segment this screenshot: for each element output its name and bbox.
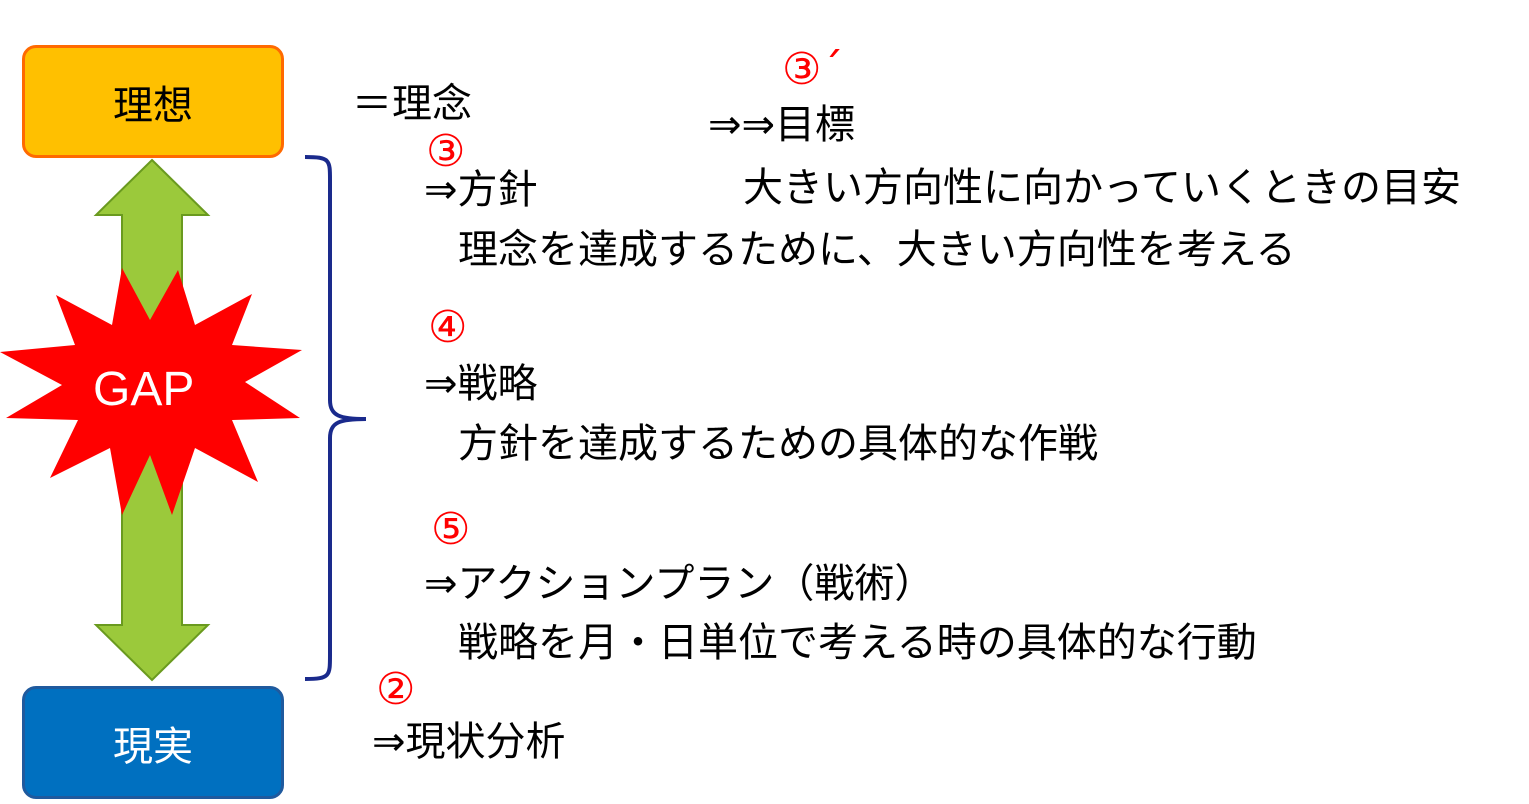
ideal-box: 理想 xyxy=(22,45,284,158)
ideal-label: 理想 xyxy=(113,82,193,129)
policy-number: ③ xyxy=(426,126,466,177)
analysis-number: ② xyxy=(376,664,416,715)
action-heading: ⇒アクションプラン（戦術） xyxy=(424,561,935,607)
strategy-heading: ⇒戦略 xyxy=(424,361,538,407)
analysis-heading: ⇒現状分析 xyxy=(372,719,566,765)
action-number: ⑤ xyxy=(431,504,471,555)
strategy-number: ④ xyxy=(428,302,468,353)
philosophy-text: ＝理念 xyxy=(352,81,472,127)
policy-description: 理念を達成するために、大きい方向性を考える xyxy=(458,227,1296,273)
goal-number: ③´ xyxy=(782,44,844,95)
reality-box: 現実 xyxy=(22,686,284,799)
strategy-description: 方針を達成するための具体的な作戦 xyxy=(458,421,1098,467)
goal-heading: ⇒⇒目標 xyxy=(708,102,856,148)
gap-burst xyxy=(0,268,302,515)
action-description: 戦略を月・日単位で考える時の具体的な行動 xyxy=(458,620,1257,666)
gap-label: GAP xyxy=(93,363,195,416)
goal-description: 大きい方向性に向かっていくときの目安 xyxy=(743,165,1461,211)
reality-label: 現実 xyxy=(113,723,193,770)
policy-heading: ⇒方針 xyxy=(424,167,538,213)
right-brace xyxy=(304,155,367,681)
